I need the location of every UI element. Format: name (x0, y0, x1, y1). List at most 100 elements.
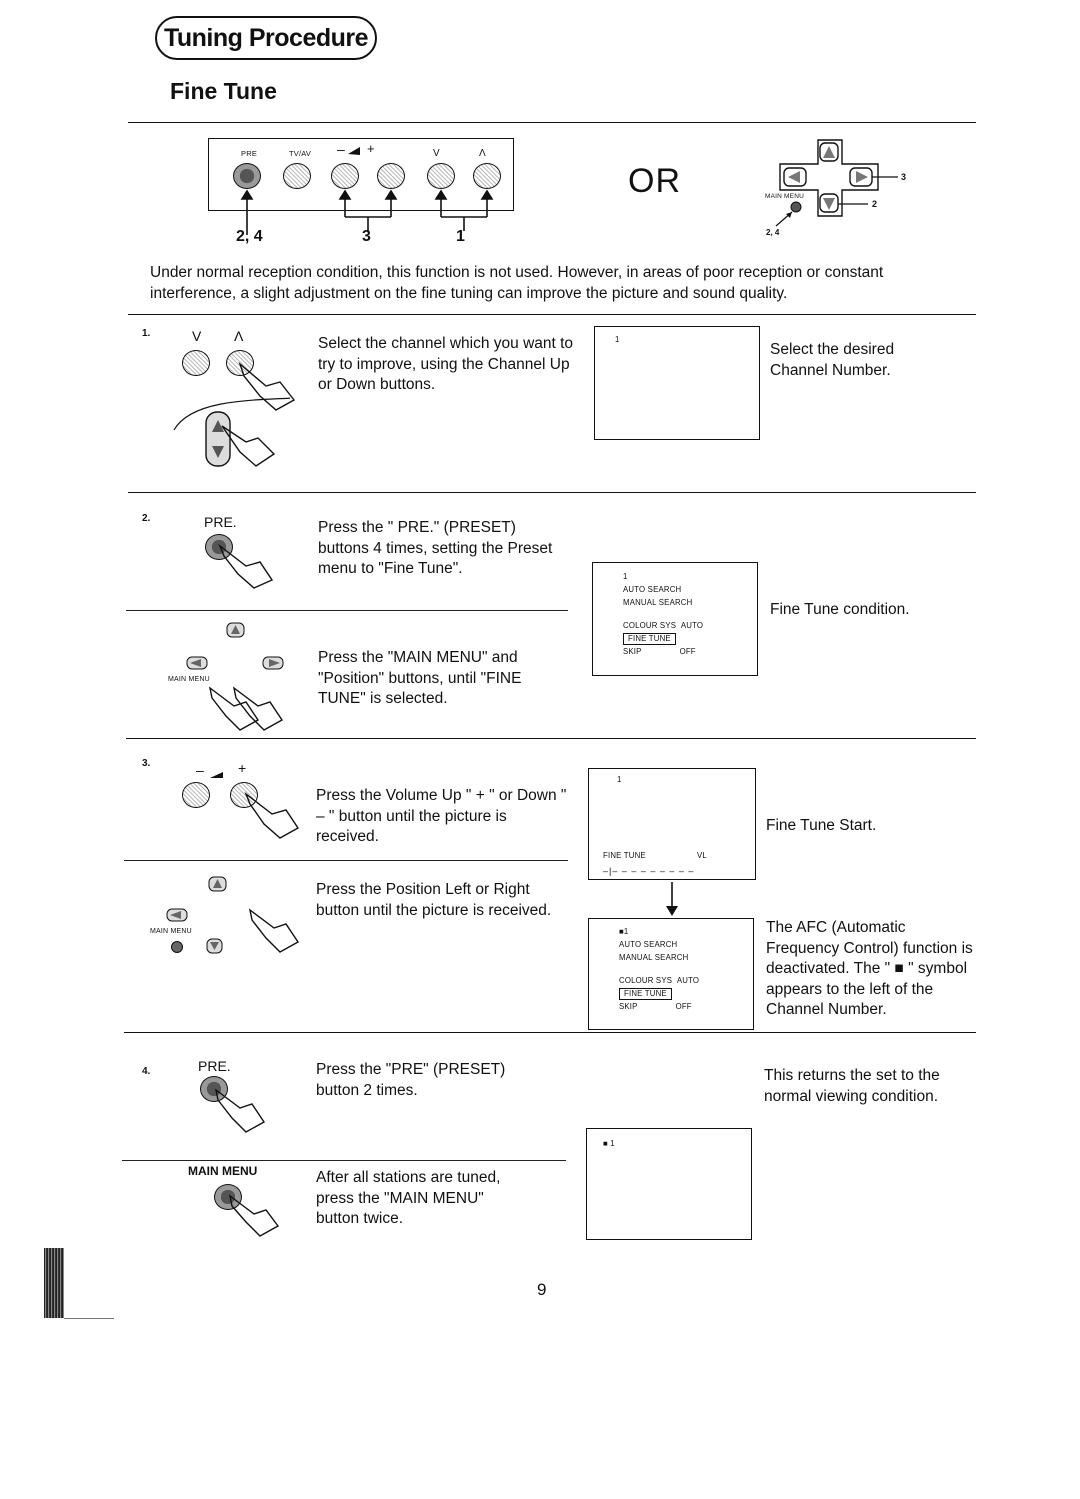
ch-down-button[interactable] (427, 163, 455, 189)
tv-screen: 1 (594, 326, 760, 440)
callout-arrows (240, 189, 494, 235)
vol-minus-label: – (196, 762, 204, 778)
step-4-note: This returns the set to the normal viewi… (764, 1067, 940, 1105)
position-up-icon (208, 876, 228, 897)
osd-skip: SKIP (623, 647, 642, 656)
osd-manual-search: MANUAL SEARCH (619, 953, 689, 962)
osd-menu: 1 AUTO SEARCH MANUAL SEARCH COLOUR SYS A… (623, 570, 703, 658)
vol-plus-label: + (367, 141, 375, 156)
divider (128, 492, 976, 493)
step-4-text-b: After all stations are tuned, press the … (316, 1169, 501, 1227)
step-2-text-b: Press the "MAIN MENU" and "Position" but… (318, 649, 522, 707)
tvav-button[interactable] (283, 163, 311, 189)
pointing-hand-icon (242, 790, 302, 843)
joystick-callout-3: 3 (901, 172, 907, 182)
main-menu-button[interactable] (214, 1184, 242, 1210)
pre-key-label: PRE. (204, 514, 237, 530)
pre-button[interactable] (233, 163, 261, 189)
divider (126, 738, 976, 739)
tv-screen-menu: 1 AUTO SEARCH MANUAL SEARCH COLOUR SYS A… (592, 562, 758, 676)
position-right-icon (262, 656, 284, 675)
vol-down-button[interactable] (182, 782, 210, 808)
divider (126, 610, 568, 611)
osd-skip: SKIP (619, 1002, 638, 1011)
divider (124, 1032, 976, 1033)
step-3-note-b: The AFC (Automatic Frequency Control) fu… (766, 919, 973, 1018)
pointing-hand-icon (212, 1086, 268, 1137)
osd-channel: 1 (617, 775, 622, 784)
pre-button[interactable] (205, 534, 233, 560)
main-menu-button-icon (170, 940, 184, 959)
osd-tuning-scale: –|– – – – – – – – – (603, 866, 695, 876)
ch-up-key-label: Λ (234, 328, 244, 344)
ch-up-button[interactable] (473, 163, 501, 189)
step-3-note-a: Fine Tune Start. (766, 817, 877, 834)
main-menu-label: MAIN MENU (188, 1164, 258, 1178)
ch-down-button[interactable] (182, 350, 210, 376)
pointing-hand-icon (246, 906, 302, 957)
osd-skip-val: OFF (679, 647, 696, 656)
tv-screen-menu-afc: ■1 AUTO SEARCH MANUAL SEARCH COLOUR SYS … (588, 918, 754, 1030)
osd-fine-tune-selected: FINE TUNE (623, 633, 676, 645)
osd-channel: 1 (623, 572, 628, 581)
osd-vl-label: VL (697, 851, 707, 860)
tv-screen-fine-tune: 1 FINE TUNE VL –|– – – – – – – – – (588, 768, 756, 880)
divider (128, 122, 976, 123)
or-label: OR (628, 162, 681, 200)
osd-colour-val: AUTO (680, 621, 704, 630)
divider (122, 1160, 566, 1161)
pointing-hand-icon (226, 1192, 282, 1241)
osd-colour-sys: COLOUR SYS (619, 976, 673, 985)
pre-key-label: PRE (241, 149, 258, 158)
osd-fine-tune-label: FINE TUNE (603, 851, 646, 860)
joystick-callout-24: 2, 4 (766, 228, 780, 237)
callout-label-3: 3 (362, 228, 371, 245)
step-2-note: Fine Tune condition. (770, 601, 910, 618)
vol-up-button[interactable] (230, 782, 258, 808)
position-left-icon (186, 656, 208, 675)
vol-down-button[interactable] (331, 163, 359, 189)
step-number: 4. (142, 1066, 151, 1077)
callout-label-1: 1 (456, 228, 465, 245)
position-down-icon (206, 938, 224, 959)
step-3-text-a: Press the Volume Up " + " or Down " – " … (316, 787, 567, 845)
ch-up-label: Λ (479, 148, 486, 159)
pre-key-label: PRE. (198, 1058, 231, 1074)
scan-margin-mark (44, 1248, 64, 1318)
main-menu-label: MAIN MENU (168, 676, 210, 683)
vol-plus-label: + (238, 760, 247, 776)
osd-fine-tune-selected: FINE TUNE (619, 988, 672, 1000)
speaker-icon (210, 766, 224, 784)
osd-auto-search: AUTO SEARCH (623, 585, 682, 594)
position-left-icon (166, 908, 188, 927)
pointing-hand-icon (216, 542, 276, 593)
remote-panel: PRE TV/AV – + V Λ (208, 138, 514, 235)
main-menu-joystick: MAIN MENU 3 2 2, 4 (760, 134, 910, 244)
joystick-callout-2: 2 (872, 199, 878, 209)
osd-manual-search: MANUAL SEARCH (623, 598, 693, 607)
joystick-cross-icon (775, 139, 898, 227)
vol-up-button[interactable] (377, 163, 405, 189)
ch-rocker-icon (170, 392, 297, 477)
step-2-text-a: Press the " PRE." (PRESET) buttons 4 tim… (318, 519, 553, 577)
divider (128, 314, 976, 315)
osd-channel: ■1 (619, 927, 629, 936)
down-arrow-icon (664, 882, 680, 921)
main-menu-label: MAIN MENU (150, 928, 192, 935)
step-1-note: Select the desired Channel Number. (770, 341, 895, 379)
speaker-icon (348, 143, 362, 161)
step-4-text: Press the "PRE" (PRESET) button 2 times. (316, 1061, 506, 1099)
joystick-main-menu-label: MAIN MENU (765, 193, 804, 200)
section-title: Tuning Procedure (155, 16, 377, 60)
step-1-text: Select the channel which you want to try… (318, 335, 574, 393)
subsection-title: Fine Tune (170, 78, 277, 104)
intro-text: Under normal reception condition, this f… (150, 264, 884, 302)
osd-colour-sys: COLOUR SYS (623, 621, 677, 630)
pre-button[interactable] (200, 1076, 228, 1102)
channel-number: 1 (615, 335, 620, 344)
osd-skip-val: OFF (675, 1002, 692, 1011)
tv-screen-normal: ■ 1 (586, 1128, 752, 1240)
page-number: 9 (537, 1280, 547, 1299)
divider (124, 860, 568, 861)
step-3-text-b: Press the Position Left or Right button … (316, 881, 552, 919)
